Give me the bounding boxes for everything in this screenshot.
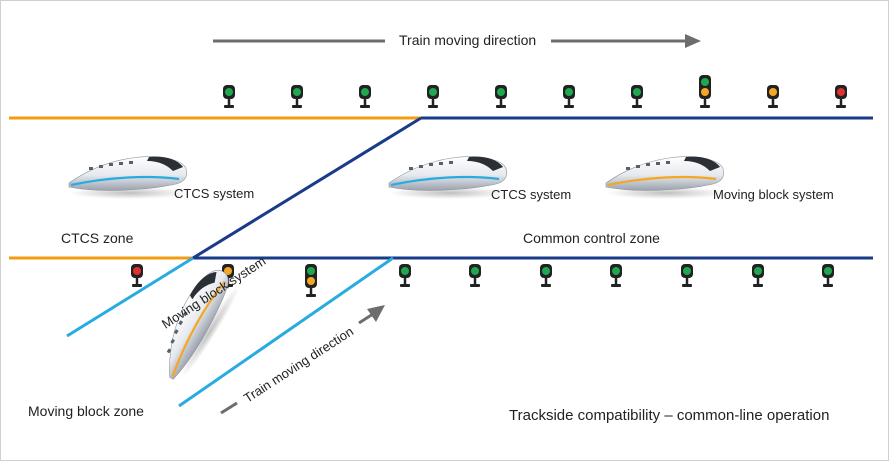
- signals: [131, 75, 847, 297]
- signal-top-1: [223, 85, 235, 108]
- signal-bottom-3: [305, 264, 317, 297]
- signal-top-7: [631, 85, 643, 108]
- train-label-ctcs-middle: CTCS system: [491, 187, 572, 202]
- moving-block-track-left: [66, 256, 194, 338]
- zone-label-ctcs: CTCS zone: [61, 230, 134, 246]
- train-ctcs-left: [67, 155, 189, 199]
- train-moving-block-diagonal: [146, 262, 240, 383]
- tracks: [9, 116, 873, 408]
- train-ctcs-middle: [387, 155, 509, 199]
- moving-block-track-right: [178, 256, 394, 408]
- signal-bottom-8: [681, 264, 693, 287]
- signal-bottom-10: [822, 264, 834, 287]
- signal-top-8: [699, 75, 711, 108]
- signal-top-10: [835, 85, 847, 108]
- signal-top-4: [427, 85, 439, 108]
- train-moving-block-right: [604, 155, 726, 199]
- direction-arrow-diagonal: [220, 305, 385, 415]
- signal-bottom-4: [399, 264, 411, 287]
- train-label-ctcs-left: CTCS system: [174, 186, 255, 201]
- train-label-moving-block-right: Moving block system: [713, 187, 834, 202]
- direction-label-top: Train moving direction: [399, 32, 537, 48]
- crossover-track: [192, 116, 422, 260]
- signal-bottom-5: [469, 264, 481, 287]
- signal-bottom-1: [131, 264, 143, 287]
- signal-top-3: [359, 85, 371, 108]
- signal-top-2: [291, 85, 303, 108]
- direction-arrow-top: [213, 34, 701, 48]
- signal-bottom-7: [610, 264, 622, 287]
- zone-label-moving-block: Moving block zone: [28, 403, 144, 419]
- signal-bottom-9: [752, 264, 764, 287]
- signal-top-6: [563, 85, 575, 108]
- signal-top-5: [495, 85, 507, 108]
- signal-bottom-6: [540, 264, 552, 287]
- diagram-caption: Trackside compatibility – common-line op…: [509, 407, 830, 424]
- zone-label-common: Common control zone: [523, 230, 660, 246]
- signal-top-9: [767, 85, 779, 108]
